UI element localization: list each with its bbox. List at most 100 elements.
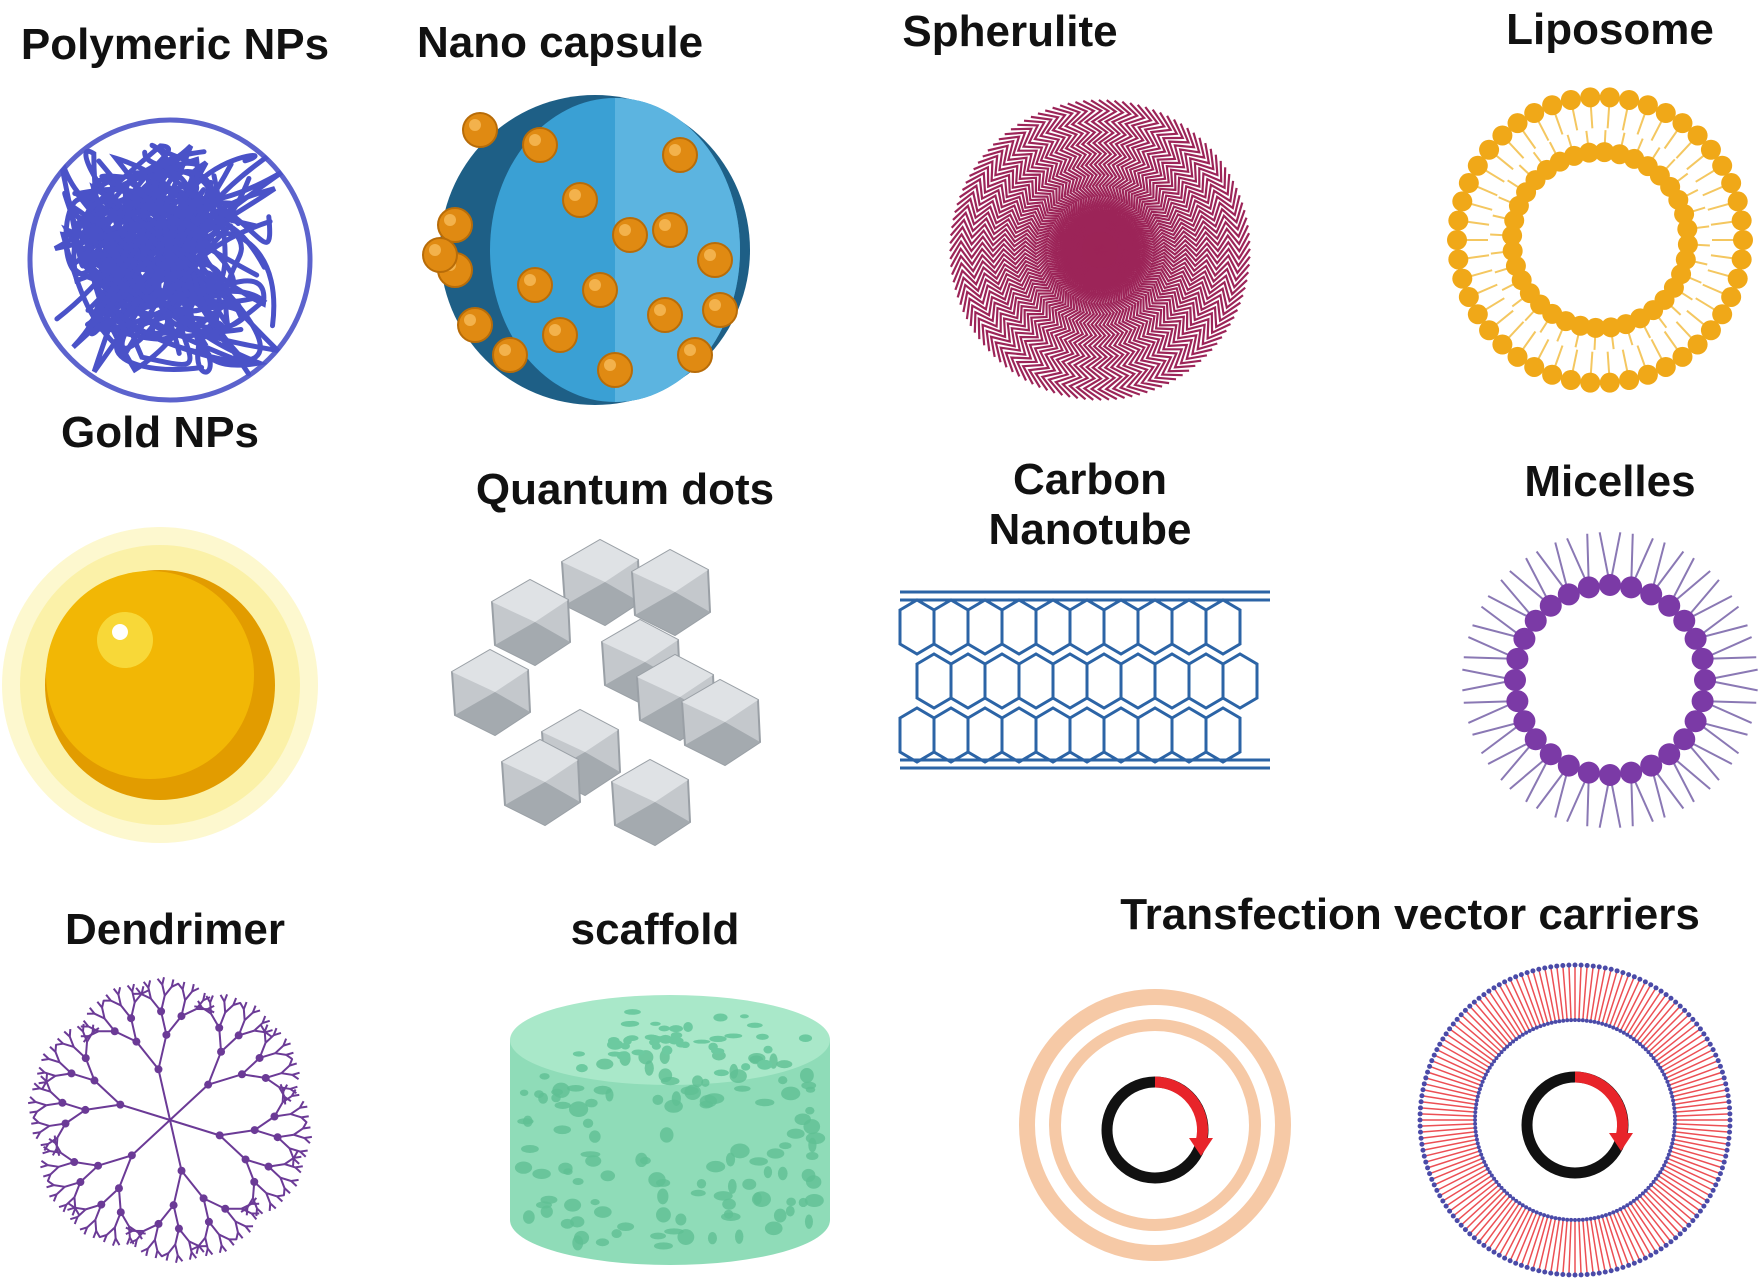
scaffold-pore <box>785 1205 795 1217</box>
scaffold-pore <box>580 1151 601 1158</box>
label-carbon-line2: Nanotube <box>988 505 1192 554</box>
label-micelles: Micelles <box>1524 457 1696 506</box>
scaffold-pore <box>779 1142 792 1150</box>
scaffold-pore <box>729 1063 739 1079</box>
scaffold-pore <box>786 1197 796 1207</box>
transfection-vector-1-illustration <box>1019 989 1291 1261</box>
scaffold-pore <box>535 1201 552 1209</box>
spherulite-illustration <box>949 99 1251 401</box>
scaffold-pore <box>690 1189 706 1197</box>
quantum-dot-crystal <box>630 548 712 637</box>
capsule-drug-particle <box>542 317 578 353</box>
scaffold-pore <box>650 1232 667 1240</box>
scaffold-pore <box>564 1198 582 1212</box>
scaffold-pore <box>572 1177 584 1186</box>
scaffold-pore <box>589 1130 601 1143</box>
capsule-drug-particle <box>457 307 493 343</box>
scaffold-pore <box>742 1178 757 1190</box>
scaffold-pore <box>523 1210 535 1224</box>
scaffold-pore <box>590 1199 600 1206</box>
scaffold-pore <box>585 1155 602 1167</box>
scaffold-pore <box>723 1209 734 1219</box>
transfection-vector-2-illustration <box>1417 962 1733 1278</box>
scaffold-pore <box>725 1152 736 1167</box>
scaffold-pore <box>734 1085 751 1092</box>
quantum-dot-crystal <box>560 538 642 627</box>
scaffold-pore <box>675 1213 687 1226</box>
label-polymeric-nps: Polymeric NPs <box>20 20 330 69</box>
scaffold-pore <box>600 1170 616 1182</box>
scaffold-pore <box>648 1172 666 1188</box>
scaffold-pore <box>519 1089 529 1096</box>
scaffold-pore <box>808 1137 817 1153</box>
scaffold-pore <box>657 1188 669 1205</box>
label-carbon-nanotube: Carbon Nanotube <box>950 455 1230 555</box>
quantum-dot-crystal <box>610 758 692 847</box>
capsule-drug-particle <box>647 297 683 333</box>
vector-lipid-shell <box>1417 962 1733 1278</box>
capsule-drug-particle <box>562 182 598 218</box>
capsule-drug-particle <box>492 337 528 373</box>
scaffold-body <box>510 1040 830 1265</box>
scaffold-pore <box>730 1143 750 1159</box>
scaffold-pore <box>749 1157 768 1166</box>
quantum-dot-crystal <box>680 678 762 767</box>
scaffold-pore <box>776 1060 793 1069</box>
scaffold-pore <box>755 1098 775 1107</box>
scaffold-pore <box>514 1161 533 1174</box>
gold-highlight <box>112 624 128 640</box>
scaffold-pore <box>554 1101 571 1109</box>
scaffold-pore <box>553 1125 572 1135</box>
label-transfection-vector-carriers: Transfection vector carriers <box>1120 890 1700 939</box>
scaffold-pore <box>781 1086 801 1101</box>
scaffold-pore <box>563 1168 573 1175</box>
scaffold-pore <box>611 1229 622 1238</box>
vector-inner-ring <box>1049 1019 1261 1231</box>
scaffold-pore <box>804 1214 813 1229</box>
gold-nps-illustration <box>2 527 318 843</box>
quantum-dot-crystal <box>490 578 572 667</box>
micelle-ring <box>1462 532 1758 828</box>
scaffold-pore <box>801 1081 817 1090</box>
micelles-illustration <box>1462 532 1758 828</box>
scaffold-pore <box>539 1073 550 1080</box>
capsule-drug-particle <box>517 267 553 303</box>
label-carbon-line1: Carbon <box>1013 455 1167 504</box>
scaffold-pore <box>664 1099 683 1113</box>
scaffold-pore <box>773 1208 787 1223</box>
scaffold-pore <box>763 1166 773 1179</box>
scaffold-pore <box>567 1084 585 1092</box>
capsule-drug-particle <box>697 242 733 278</box>
scaffold-pore <box>573 1230 590 1245</box>
scaffold-pore <box>534 1090 544 1099</box>
scaffold-illustration <box>510 995 830 1265</box>
scaffold-pore <box>778 1076 788 1085</box>
label-spherulite: Spherulite <box>902 7 1118 56</box>
scaffold-pore <box>692 1075 704 1088</box>
scaffold-pore <box>585 1098 598 1108</box>
label-gold-nps: Gold NPs <box>60 408 260 457</box>
label-quantum-dots: Quantum dots <box>475 465 775 514</box>
scaffold-pore <box>532 1168 551 1180</box>
scaffold-pore <box>568 1101 589 1117</box>
scaffold-pore <box>713 1191 733 1201</box>
gene-insert <box>1574 1071 1629 1139</box>
quantum-dot-crystal <box>500 738 582 827</box>
scaffold-pore <box>777 1166 788 1181</box>
scaffold-pore <box>635 1152 648 1168</box>
scaffold-pore <box>764 1221 783 1236</box>
scaffold-pore <box>560 1218 574 1229</box>
scaffold-pore <box>786 1128 805 1139</box>
gene-insert <box>1154 1076 1209 1144</box>
scaffold-pore <box>722 1198 736 1210</box>
scaffold-pore <box>582 1118 594 1128</box>
capsule-drug-particle <box>597 352 633 388</box>
scaffold-pore <box>753 1192 762 1205</box>
scaffold-pore <box>540 1205 553 1218</box>
capsule-drug-particle <box>582 272 618 308</box>
scaffold-pore <box>794 1113 811 1126</box>
scaffold-pore <box>804 1194 824 1207</box>
scaffold-pore <box>684 1084 701 1100</box>
capsule-drug-particle <box>437 207 473 243</box>
